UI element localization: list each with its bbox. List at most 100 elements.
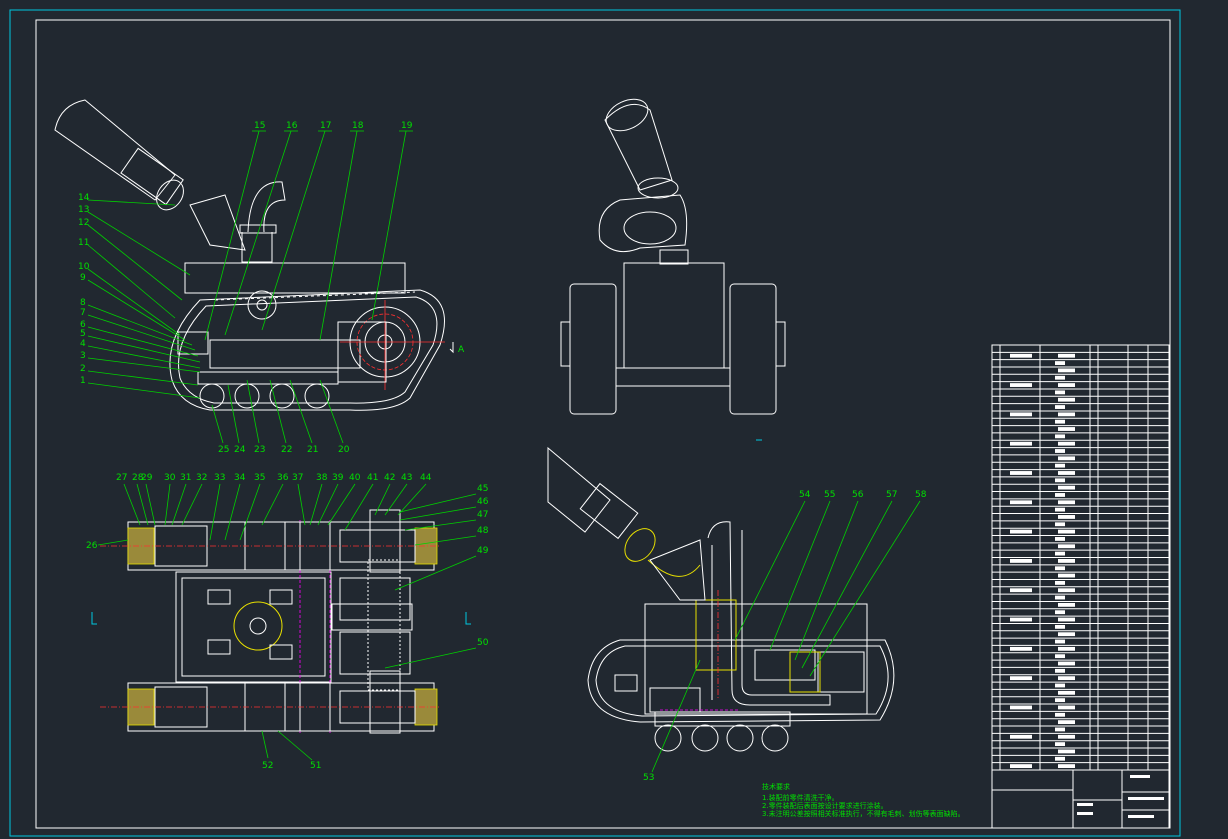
parts-table-entry: [1055, 551, 1065, 556]
label-43: 43: [401, 473, 412, 483]
parts-table-entry: [1055, 434, 1065, 439]
label-20: 20: [338, 445, 350, 455]
parts-table-entry: [1058, 573, 1075, 578]
parts-table-entry: [1010, 646, 1032, 651]
parts-table-entry: [1010, 588, 1032, 593]
parts-table-entry: [1058, 500, 1075, 505]
parts-table-entry: [1058, 441, 1075, 446]
parts-table-entry: [1058, 734, 1075, 739]
parts-table-entry: [1058, 471, 1075, 475]
parts-table-entry: [1055, 361, 1065, 365]
parts-table-entry: [1058, 764, 1075, 768]
label-21: 21: [307, 445, 318, 455]
label-22: 22: [281, 445, 292, 455]
parts-table-entry: [1055, 449, 1065, 453]
parts-table-entry: [1058, 515, 1075, 519]
label-10: 10: [78, 262, 90, 272]
parts-list-table: [991, 344, 1170, 771]
parts-table-entry: [1010, 353, 1032, 358]
tech-notes-title: 技术要求: [762, 782, 790, 791]
label-50: 50: [477, 638, 489, 648]
label-1: 1: [80, 376, 86, 386]
label-17: 17: [320, 121, 331, 131]
label-25: 25: [218, 445, 229, 455]
parts-table-entry: [1058, 690, 1075, 695]
parts-table-entry: [1010, 734, 1032, 739]
parts-table-entry: [1055, 727, 1065, 732]
label-58: 58: [915, 490, 927, 500]
parts-table-entry: [1055, 698, 1065, 703]
title-block: [991, 769, 1170, 829]
label-27: 27: [116, 473, 127, 483]
parts-table-entry: [1055, 639, 1065, 644]
svg-text:A: A: [458, 345, 465, 355]
label-2: 2: [80, 364, 86, 374]
parts-table-entry: [1010, 471, 1032, 475]
parts-table-entry: [1058, 397, 1075, 402]
label-30: 30: [164, 473, 176, 483]
label-41: 41: [367, 473, 378, 483]
parts-table-entry: [1058, 368, 1075, 373]
tech-note-2: 2.零件装配后表面按设计要求进行涂装。: [762, 801, 888, 810]
parts-table-entry: [1055, 522, 1065, 527]
parts-table-entry: [1055, 742, 1065, 747]
parts-table-entry: [1055, 507, 1065, 512]
technical-notes: 技术要求 1.装配前零件清洗干净。 2.零件装配后表面按设计要求进行涂装。 3.…: [762, 782, 965, 818]
parts-table-entry: [1055, 405, 1065, 409]
parts-table-entry: [1055, 478, 1065, 483]
side-view: [560, 98, 786, 441]
label-52: 52: [262, 761, 273, 771]
parts-table-entry: [1058, 427, 1075, 431]
label-7: 7: [80, 308, 86, 318]
label-16: 16: [286, 121, 298, 131]
parts-table-entry: [1055, 712, 1065, 717]
label-9: 9: [80, 273, 86, 283]
label-31: 31: [180, 473, 191, 483]
label-33: 33: [214, 473, 225, 483]
label-18: 18: [352, 121, 364, 131]
label-47: 47: [477, 510, 488, 520]
label-8: 8: [80, 298, 86, 308]
parts-table-entry: [1055, 419, 1065, 424]
label-46: 46: [477, 497, 489, 507]
outer-border: [9, 9, 1181, 837]
parts-table-entry: [1058, 456, 1075, 461]
parts-table-entry: [1058, 353, 1075, 358]
parts-table-entry: [1055, 624, 1065, 629]
parts-table-entry: [1010, 412, 1032, 417]
label-53: 53: [643, 773, 654, 783]
label-44: 44: [420, 473, 432, 483]
label-24: 24: [234, 445, 246, 455]
label-14: 14: [78, 193, 90, 203]
parts-table-entry: [1055, 463, 1065, 468]
parts-table-entry: [1055, 375, 1065, 380]
inner-frame: [35, 19, 1171, 829]
label-26: 26: [86, 541, 98, 551]
parts-table-entry: [1055, 654, 1065, 659]
label-32: 32: [196, 473, 207, 483]
label-57: 57: [886, 490, 897, 500]
parts-table-entry: [1055, 493, 1065, 497]
parts-table-entry: [1055, 668, 1065, 673]
parts-table-entry: [1058, 676, 1075, 681]
section-view: 54 55 56 57 58 53: [547, 446, 927, 783]
parts-table-entry: [1055, 610, 1065, 615]
label-28: 28: [132, 473, 144, 483]
label-48: 48: [477, 526, 489, 536]
label-51: 51: [310, 761, 321, 771]
label-12: 12: [78, 218, 89, 228]
label-23: 23: [254, 445, 265, 455]
front-view: A 15 16 17 18 19 14 13 12 11 10 9 8 7 6: [54, 99, 465, 455]
label-55: 55: [824, 490, 835, 500]
parts-table-entry: [1058, 588, 1075, 593]
parts-table-entry: [1055, 566, 1065, 571]
parts-table-entry: [1010, 676, 1032, 681]
label-38: 38: [316, 473, 328, 483]
parts-table-entry: [1058, 544, 1075, 549]
label-5: 5: [80, 329, 86, 339]
tech-note-3: 3.未注明公差按照相关标准执行，不得有毛刺、划伤等表面缺陷。: [762, 809, 965, 818]
parts-table-entry: [1058, 661, 1075, 666]
parts-table-entry: [1058, 412, 1075, 417]
label-49: 49: [477, 546, 489, 556]
label-35: 35: [254, 473, 265, 483]
